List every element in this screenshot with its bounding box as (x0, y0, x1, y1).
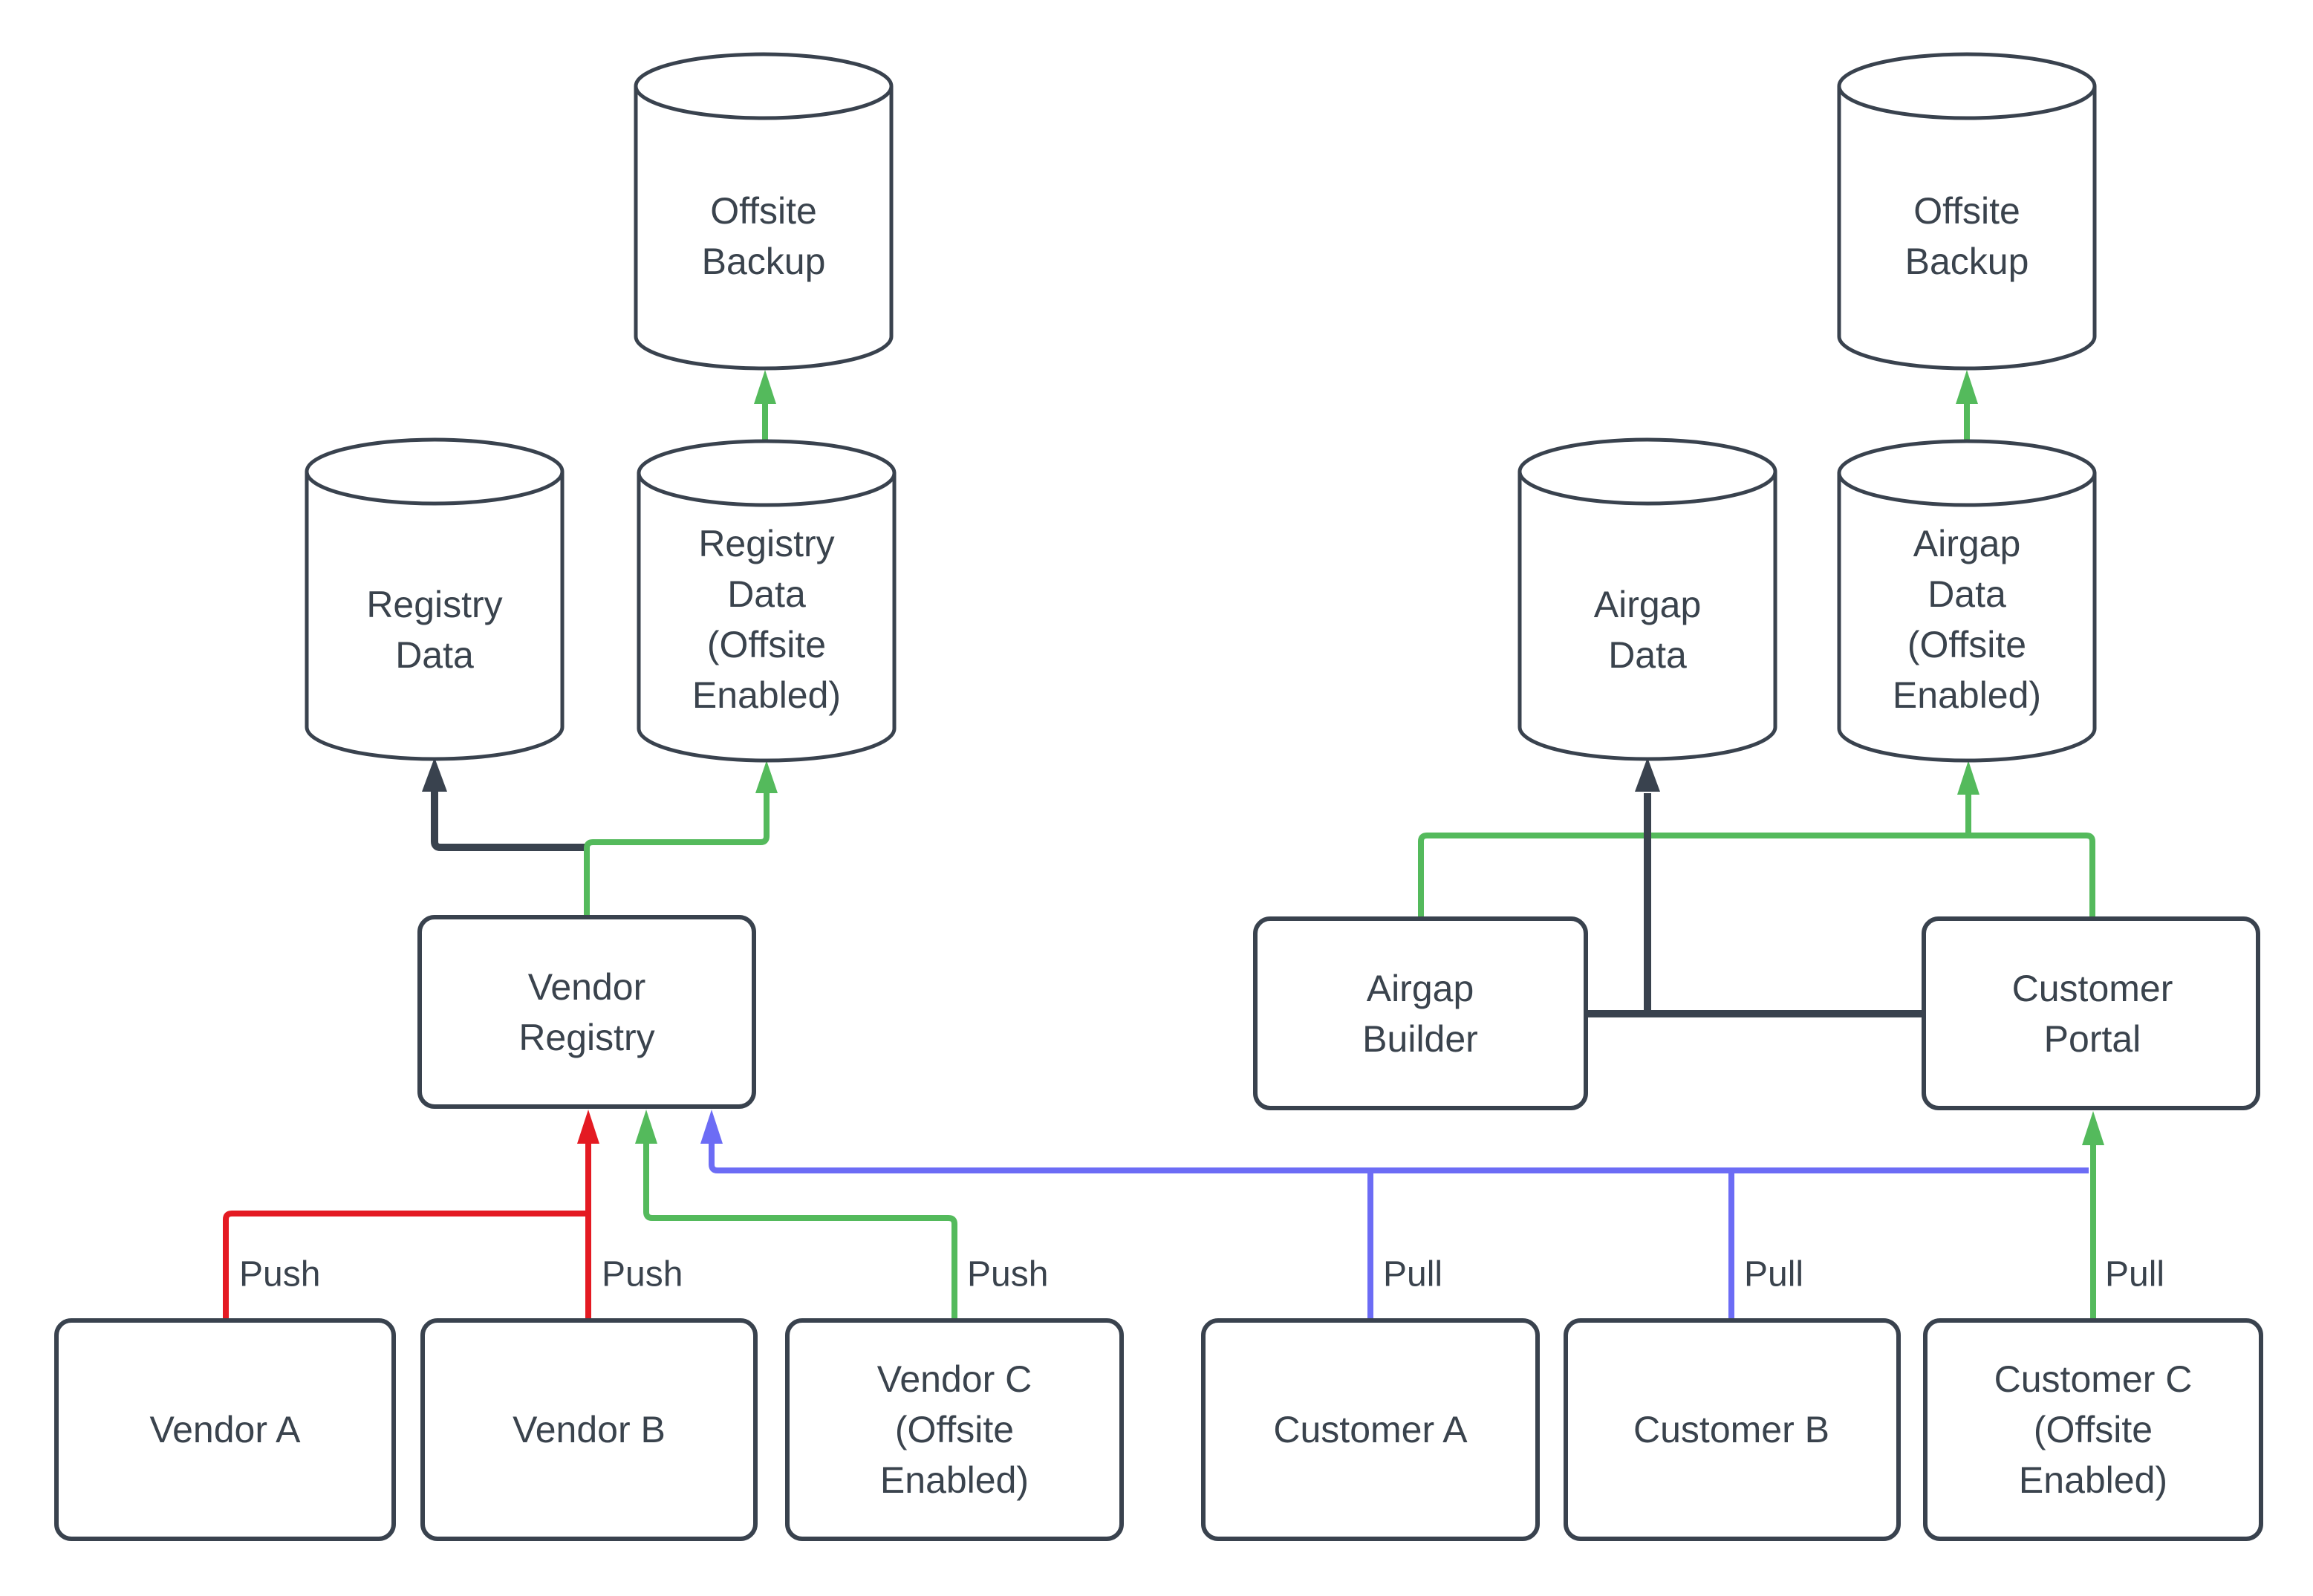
arrowhead-blue-pull (700, 1110, 723, 1144)
airgap-data-offsite-label: Airgap Data (Offsite Enabled) (1892, 523, 2042, 716)
arrowhead-backup-right (1956, 370, 1978, 404)
vendor-b-box (420, 1318, 758, 1541)
vendor-registry-label: Vendor Registry (518, 966, 655, 1058)
customer-portal-label: Customer Portal (2011, 968, 2173, 1060)
pull-label-customer-c: Pull (2105, 1254, 2165, 1294)
customer-c-label: Customer C (Offsite Enabled) (1994, 1358, 2193, 1501)
customer-c-box (1923, 1318, 2263, 1541)
airgap-builder-box (1253, 916, 1588, 1110)
vendor-registry-box (417, 915, 756, 1109)
airgap-data-offsite-cylinder (1837, 439, 2097, 763)
pull-label-customer-b: Pull (1744, 1254, 1804, 1294)
push-label-vendor-c: Push (967, 1254, 1049, 1294)
customer-b-label: Customer B (1633, 1409, 1829, 1450)
registry-data-label: Registry Data (366, 584, 503, 676)
arrowhead-airgap-offsite-data (1957, 760, 1979, 795)
offsite-backup-right-cylinder (1837, 52, 2097, 371)
offsite-backup-left-cylinder (634, 52, 894, 371)
push-label-vendor-a: Push (239, 1254, 321, 1294)
arrowhead-registry-data (422, 758, 447, 792)
edge-vendor-a-push (223, 1211, 588, 1322)
arrowhead-vendor-c-push (635, 1110, 657, 1144)
customer-b-box (1564, 1318, 1901, 1541)
pull-label-customer-a: Pull (1383, 1254, 1443, 1294)
vendor-a-label: Vendor A (149, 1409, 301, 1450)
arrowhead-backup-left (754, 370, 776, 404)
edge-vendor-c-push (643, 1144, 957, 1322)
edge-vendor-registry-to-offsite-data (584, 792, 770, 919)
arrowhead-airgap-data (1635, 758, 1660, 792)
push-label-vendor-b: Push (602, 1254, 683, 1294)
arrowhead-customer-c-pull (2082, 1111, 2104, 1145)
offsite-backup-left-label: Offsite Backup (701, 190, 826, 282)
edge-registry-data (431, 789, 585, 851)
airgap-data-label: Airgap Data (1593, 584, 1702, 676)
customer-portal-box (1922, 916, 2260, 1110)
arrowhead-red-push (577, 1110, 599, 1144)
customer-a-label: Customer A (1273, 1409, 1468, 1450)
edge-blue-pull-trunk (709, 1144, 2089, 1173)
customer-a-box (1201, 1318, 1540, 1541)
registry-data-offsite-label: Registry Data (Offsite Enabled) (692, 523, 842, 716)
airgap-builder-label: Airgap Builder (1362, 968, 1478, 1060)
offsite-backup-right-label: Offsite Backup (1904, 190, 2029, 282)
vendor-c-label: Vendor C (Offsite Enabled) (876, 1358, 1032, 1501)
edge-portal-builder-link (1418, 833, 2095, 920)
registry-data-offsite-cylinder (637, 439, 897, 763)
vendor-a-box (54, 1318, 396, 1541)
vendor-b-label: Vendor B (513, 1409, 666, 1450)
registry-data-cylinder (305, 437, 565, 761)
arrowhead-offsite-data (755, 760, 778, 793)
vendor-c-box (785, 1318, 1124, 1541)
airgap-data-cylinder (1517, 437, 1777, 761)
